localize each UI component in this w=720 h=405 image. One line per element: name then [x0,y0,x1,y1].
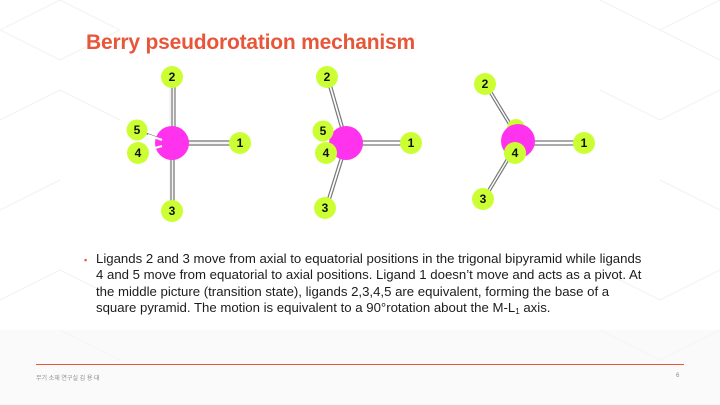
ligand-label: 5 [320,124,327,138]
ligand-label: 5 [134,123,141,137]
footer-divider [36,364,684,365]
ligand-label: 2 [324,70,331,84]
molecule-middle: 2 5 4 1 3 [312,66,422,219]
molecule-left: 2 5 4 1 3 [126,66,251,222]
berry-pseudorotation-diagram: 2 5 4 1 3 2 5 4 1 3 [126,66,595,222]
bullet-paragraph: ▪ Ligands 2 and 3 move from axial to equ… [84,251,644,321]
bullet-marker: ▪ [84,255,88,265]
ligand-label: 1 [408,136,415,150]
page-number: 6 [676,373,680,379]
footer-author: 무기 소재 연구실 김 용 대 [36,376,100,382]
ligand-label: 3 [169,204,176,218]
ligand-label: 2 [482,77,489,91]
bullet-main-text: Ligands 2 and 3 move from axial to equat… [96,251,642,316]
ligand-label: 4 [512,146,519,160]
metal-atom [155,126,189,160]
bullet-text: Ligands 2 and 3 move from axial to equat… [96,251,644,321]
ligand-label: 4 [135,146,142,160]
bullet-subscript: 1 [515,307,520,317]
ligand-label: 1 [581,136,588,150]
bullet-tail-text: axis. [519,300,551,316]
ligand-label: 3 [480,192,487,206]
ligand-label: 4 [323,146,330,160]
slide-title: Berry pseudorotation mechanism [86,31,415,54]
ligand-label: 3 [322,201,329,215]
metal-atom [329,126,363,160]
molecule-right: 2 4 1 3 [472,73,595,210]
ligand-label: 2 [169,70,176,84]
ligand-label: 1 [237,136,244,150]
